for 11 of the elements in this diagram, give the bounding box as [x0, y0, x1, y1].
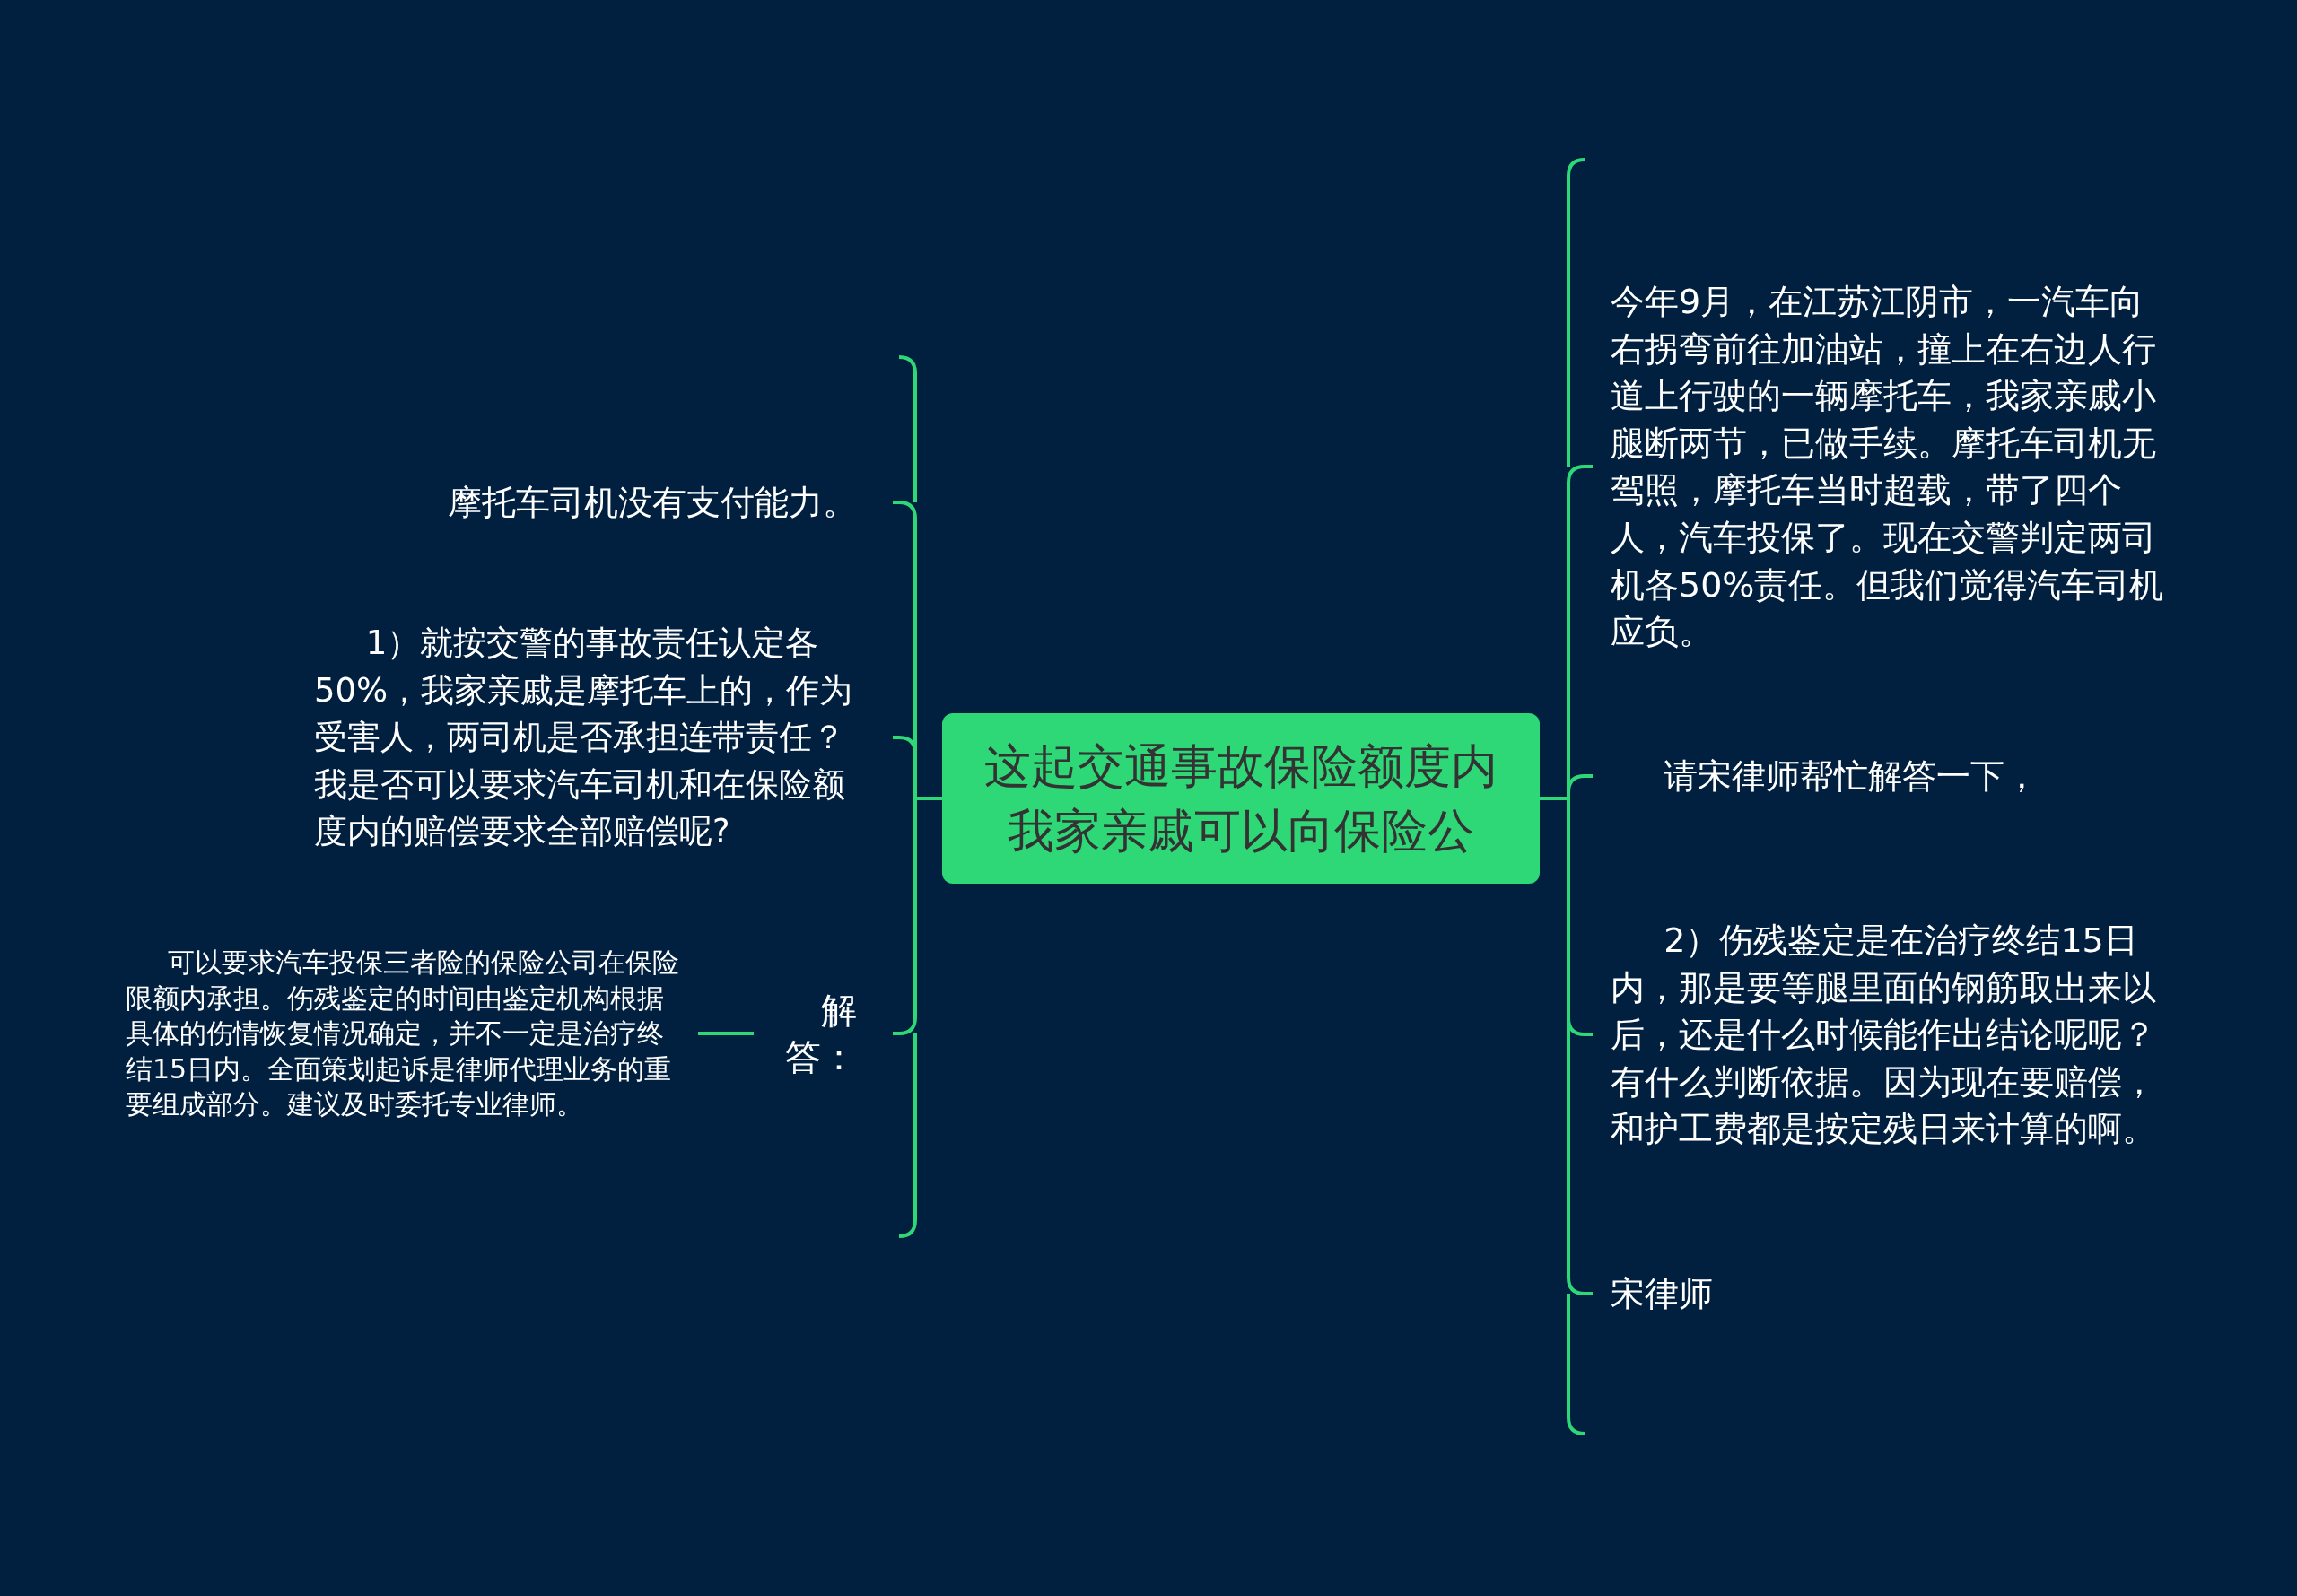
connector [893, 797, 942, 1035]
topic-text: 2）伤残鉴定是在治疗终结15日内，那是要等腿里面的钢筋取出来以后，还是什么时候能作出结论呢呢？有什么判断依据。因为现在要赔偿，和护工费都是按定残日来计算的啊。 [1593, 916, 2167, 1153]
topic-text: 摩托车司机没有支付能力。 [422, 479, 893, 526]
topic-text: 1）就按交警的事故责任认定各50%，我家亲戚是摩托车上的，作为受害人，两司机是否承担连带责任？我是否可以要求汽车司机和在保险额度内的赔偿要求全部赔偿呢? [314, 619, 893, 856]
topic-text: 解答： [754, 987, 893, 1080]
connector [698, 1032, 754, 1035]
topic-text: 今年9月，在江苏江阴市，一汽车向右拐弯前往加油站，撞上在右边人行道上行驶的一辆摩托车，我家亲戚小腿断两节，已做手续。摩托车司机无驾照，摩托车当时超载，带了四个人，汽车投保了。现在交警判定两司机各50%责任。但我们觉得汽车司机应负。 [1593, 277, 2167, 656]
topic-text: 宋律师 [1593, 1270, 1772, 1317]
topic-text: 可以要求汽车投保三者险的保险公司在保险限额内承担。伤残鉴定的时间由鉴定机构根据具体的伤情恢复情况确定，并不一定是治疗终结15日内。全面策划起诉是律师代理业务的重要组成部分。建议及时委托专业律师。 [126, 945, 698, 1122]
topic-text: 请宋律师帮忙解答一下， [1593, 753, 2059, 799]
central-topic: 这起交通事故保险额度内我家亲戚可以向保险公 [942, 713, 1540, 884]
